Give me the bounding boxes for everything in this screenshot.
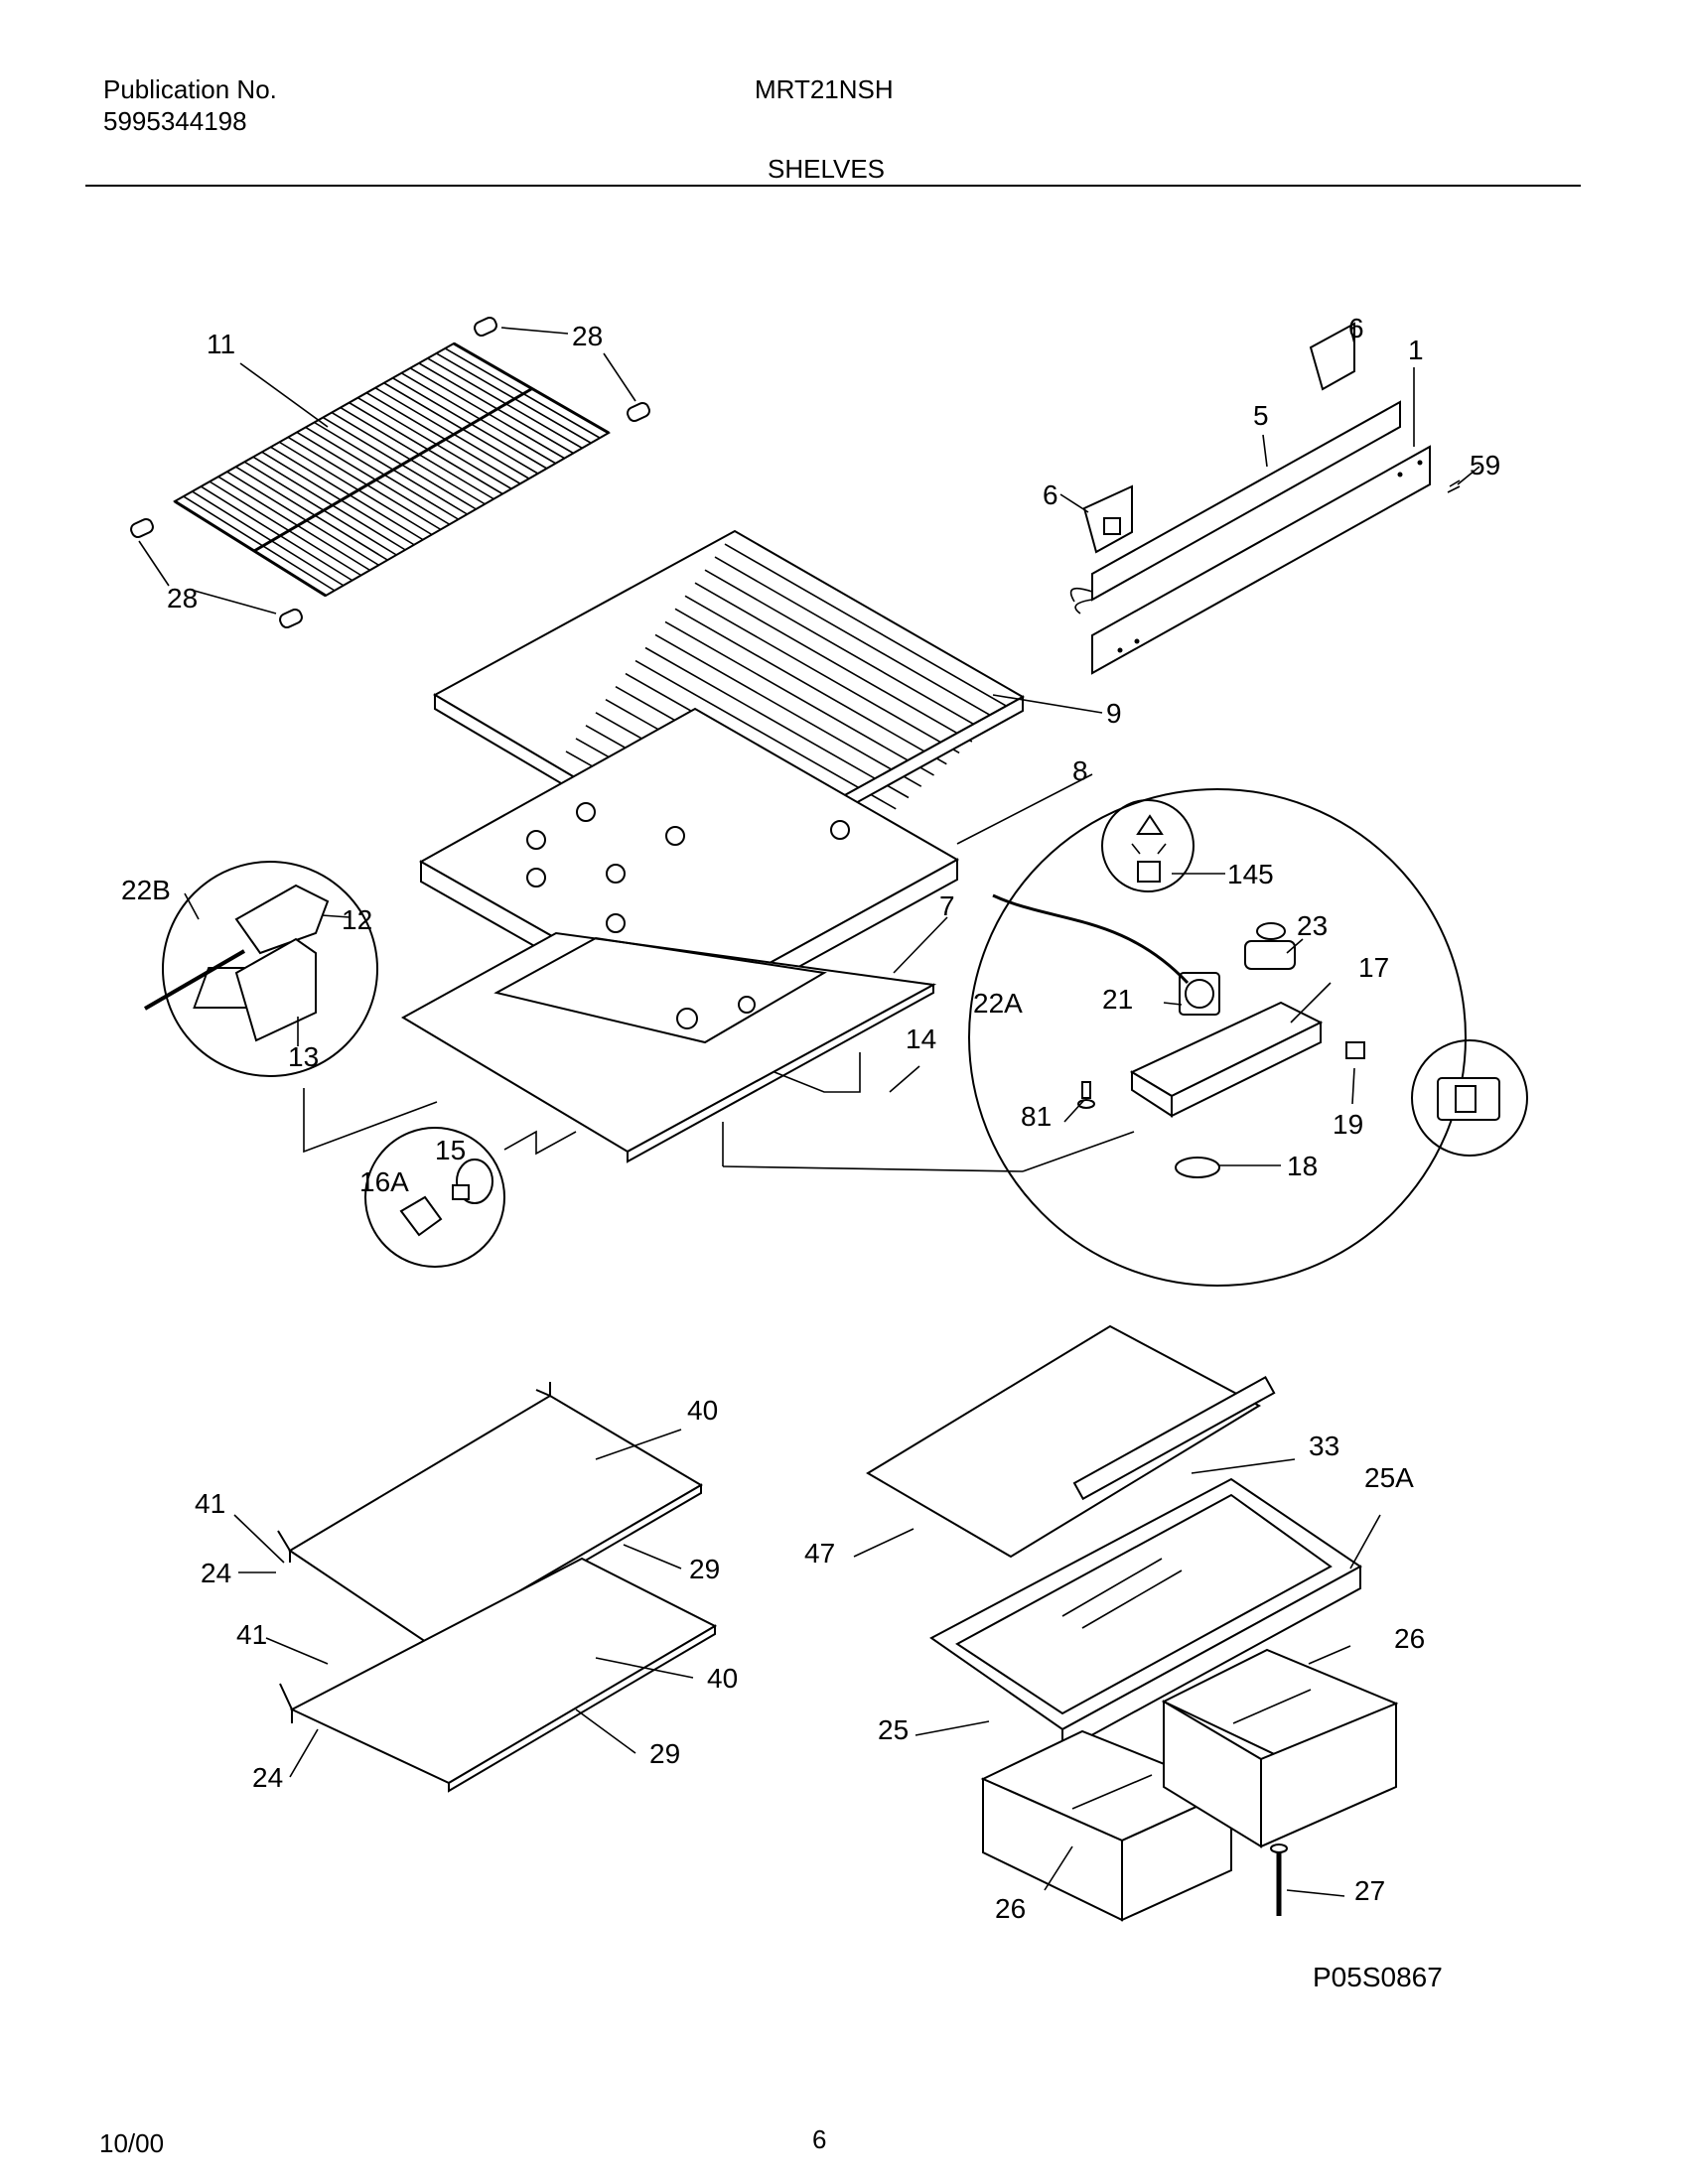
section-title: SHELVES bbox=[768, 154, 886, 184]
callouts: 11 28 28 6 5 1 59 6 9 8 7 22B 12 13 14 1… bbox=[121, 313, 1500, 1924]
callout-15: 15 bbox=[435, 1135, 466, 1165]
inset-light-socket bbox=[364, 1127, 577, 1268]
callout-21: 21 bbox=[1102, 984, 1133, 1015]
callout-81: 81 bbox=[1021, 1101, 1052, 1132]
header-rule bbox=[85, 185, 1581, 187]
crisper-glass-insert bbox=[866, 1324, 1262, 1559]
callout-5: 5 bbox=[1253, 400, 1269, 431]
publication-number: 5995344198 bbox=[103, 106, 247, 136]
crisper-drawer-right bbox=[1161, 1648, 1399, 1848]
model-number: MRT21NSH bbox=[755, 74, 894, 104]
callout-13: 13 bbox=[288, 1041, 319, 1072]
callout-29-lower: 29 bbox=[649, 1738, 680, 1769]
callout-26-right: 26 bbox=[1394, 1623, 1425, 1654]
crisper-drawer-left bbox=[980, 1729, 1234, 1922]
callout-47: 47 bbox=[804, 1538, 835, 1569]
publication-label: Publication No. bbox=[103, 74, 277, 104]
callout-40-lower: 40 bbox=[707, 1663, 738, 1694]
callout-17: 17 bbox=[1358, 952, 1389, 983]
mullion-heater-assembly bbox=[1069, 322, 1461, 675]
leader-lines bbox=[138, 327, 1480, 1897]
callout-25a: 25A bbox=[1364, 1462, 1414, 1493]
callout-24-lower: 24 bbox=[252, 1762, 283, 1793]
callout-29-upper: 29 bbox=[689, 1554, 720, 1584]
callout-8: 8 bbox=[1072, 755, 1088, 786]
callout-6-left: 6 bbox=[1043, 479, 1058, 510]
callout-7: 7 bbox=[939, 890, 955, 921]
inset-damper-control bbox=[722, 788, 1528, 1287]
callout-18: 18 bbox=[1287, 1151, 1318, 1181]
callout-9: 9 bbox=[1106, 698, 1122, 729]
callout-27: 27 bbox=[1354, 1875, 1385, 1906]
callout-22b: 22B bbox=[121, 875, 171, 905]
callout-41-lower: 41 bbox=[236, 1619, 267, 1650]
light-shield-panel bbox=[193, 931, 937, 1163]
page-number: 6 bbox=[812, 2124, 827, 2154]
figure-id: P05S0867 bbox=[1313, 1962, 1443, 1992]
callout-11: 11 bbox=[207, 329, 235, 359]
callout-1: 1 bbox=[1408, 335, 1424, 365]
callout-22a: 22A bbox=[973, 988, 1023, 1019]
callout-145: 145 bbox=[1227, 859, 1274, 889]
callout-12: 12 bbox=[342, 904, 372, 935]
drawer-slide-pin bbox=[1270, 1843, 1288, 1916]
crisper-cover-frame bbox=[929, 1375, 1362, 1753]
callout-40-upper: 40 bbox=[687, 1395, 718, 1426]
callout-26-left: 26 bbox=[995, 1893, 1026, 1924]
callout-14: 14 bbox=[906, 1024, 936, 1054]
callout-16a: 16A bbox=[359, 1166, 409, 1197]
wire-shelf bbox=[130, 316, 650, 629]
callout-6-top: 6 bbox=[1348, 313, 1364, 343]
callout-33: 33 bbox=[1309, 1431, 1339, 1461]
footer-date: 10/00 bbox=[99, 2128, 165, 2158]
inset-shelf-guide bbox=[143, 861, 378, 1077]
callout-28-left: 28 bbox=[167, 583, 198, 614]
callout-41-upper: 41 bbox=[195, 1488, 225, 1519]
callout-28-top: 28 bbox=[572, 321, 603, 351]
callout-24-upper: 24 bbox=[201, 1558, 231, 1588]
callout-23: 23 bbox=[1297, 910, 1328, 941]
glass-shelf-lower bbox=[279, 1557, 718, 1793]
callout-25: 25 bbox=[878, 1714, 909, 1745]
callout-19: 19 bbox=[1333, 1109, 1363, 1140]
callout-59: 59 bbox=[1470, 450, 1500, 480]
